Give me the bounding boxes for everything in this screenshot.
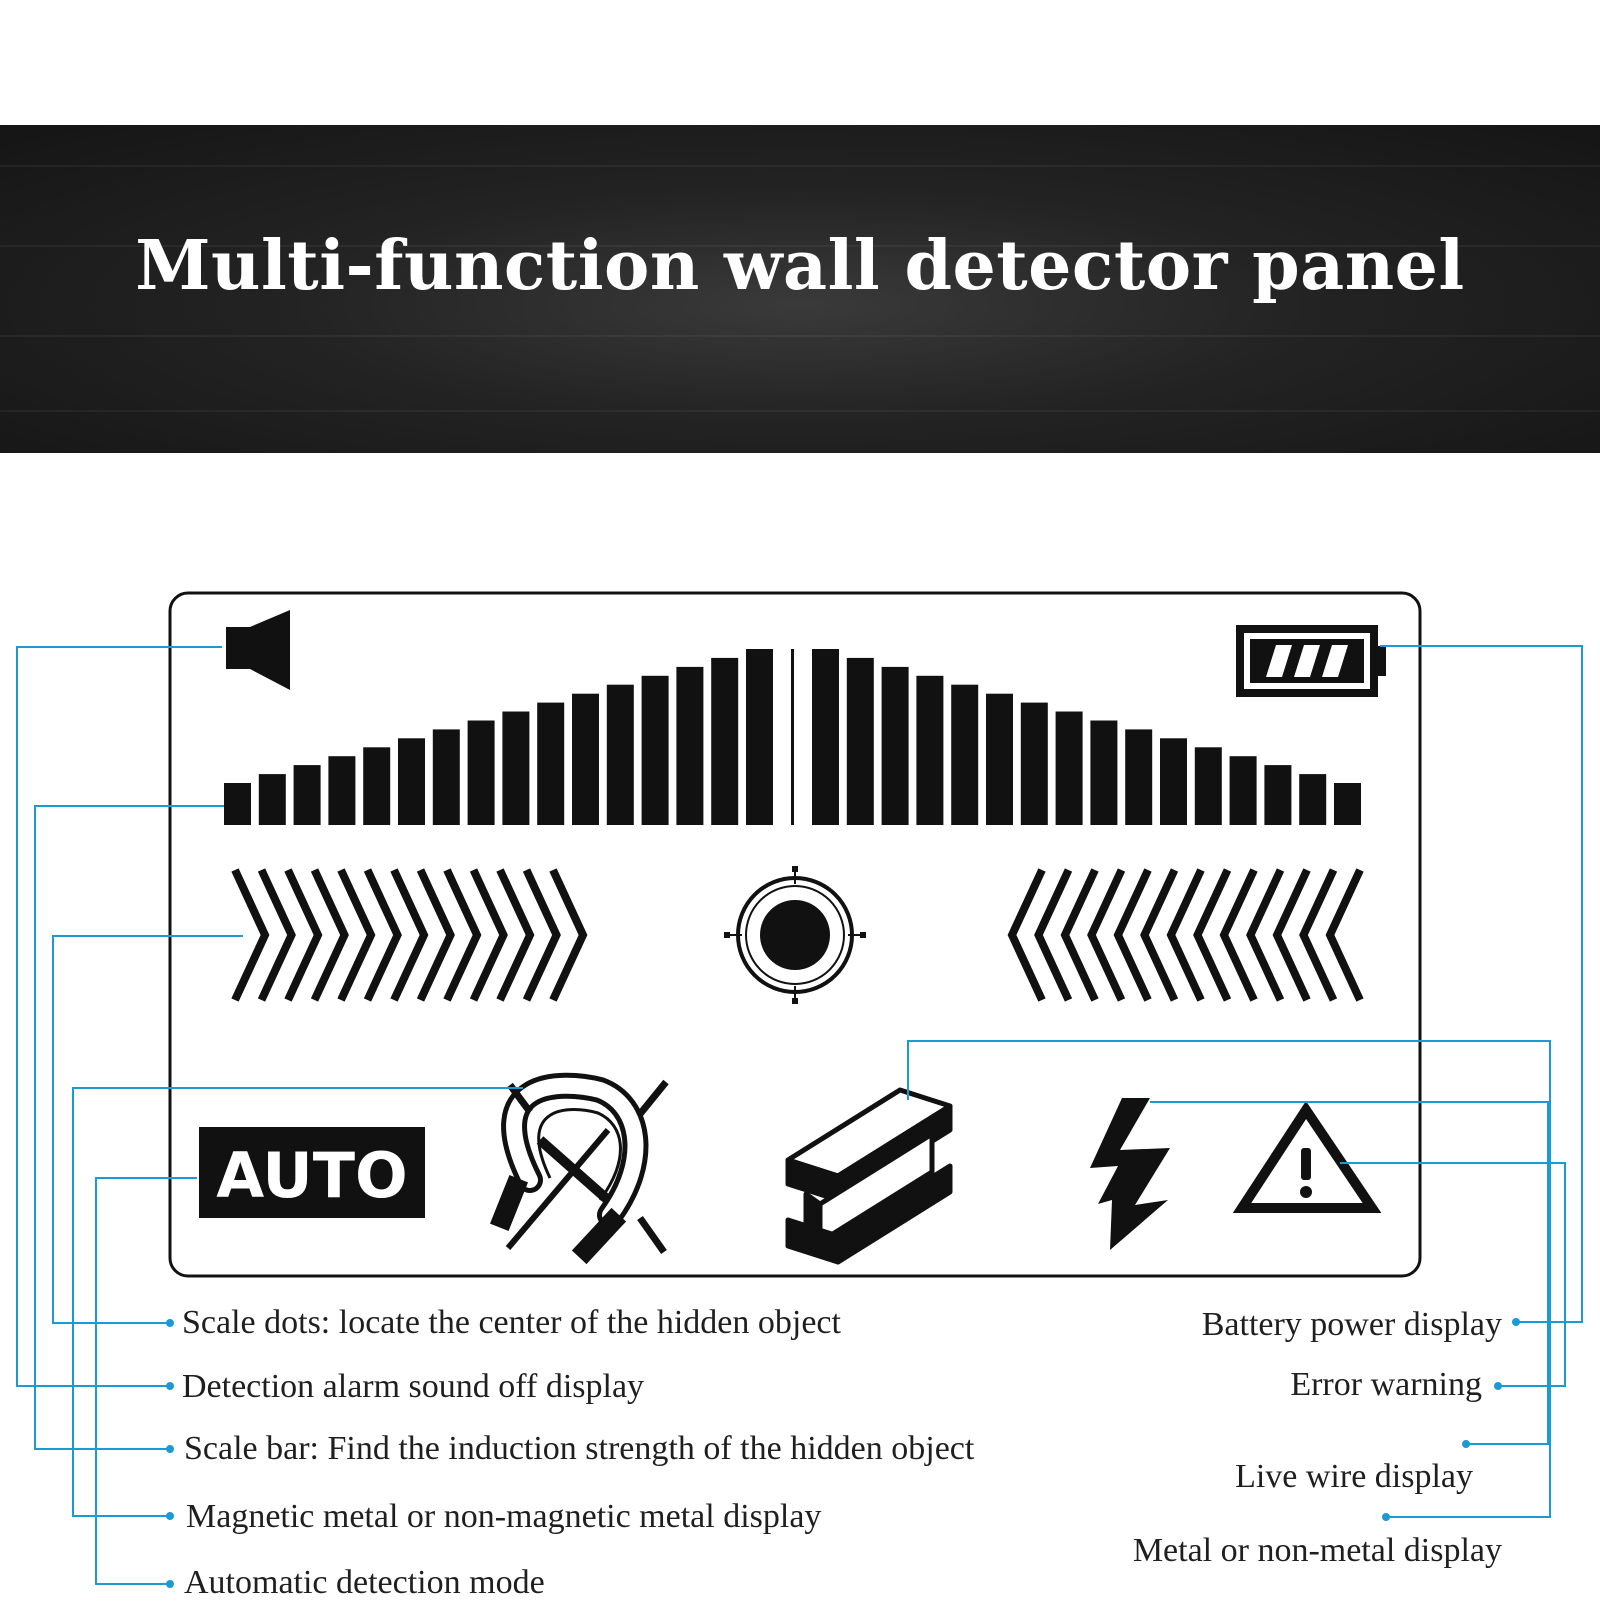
scale-bar-center-line bbox=[791, 649, 794, 825]
scale-bar-segment-left bbox=[711, 657, 739, 825]
scale-bar-segment-right bbox=[1160, 738, 1187, 825]
scale-bar-segment-right bbox=[1055, 711, 1083, 825]
scale-bar-segment-left bbox=[398, 738, 425, 825]
scale-bar-segment-right bbox=[1229, 756, 1257, 825]
scale-bar-segment-right bbox=[986, 693, 1013, 825]
scale-arrow-left-chevron bbox=[1140, 868, 1179, 1002]
metal-beam-icon bbox=[785, 1087, 953, 1265]
scale-bar-segment-left bbox=[502, 711, 530, 825]
callout-scale-bar: Scale bar: Find the induction strength o… bbox=[184, 1430, 975, 1467]
scale-arrow-left-chevron bbox=[1272, 868, 1311, 1002]
callout-error: Error warning bbox=[1290, 1366, 1482, 1403]
scale-arrow-right-chevron bbox=[496, 868, 535, 1002]
title-banner bbox=[0, 125, 1600, 453]
auto-label: AUTO bbox=[216, 1139, 407, 1212]
scale-arrow-right-chevron bbox=[231, 868, 270, 1002]
scale-bar-segment-left bbox=[467, 720, 495, 825]
scale-bar-segment-right bbox=[1194, 747, 1222, 825]
scale-arrows bbox=[231, 868, 1364, 1002]
callout-auto-mode: Automatic detection mode bbox=[184, 1564, 545, 1601]
scale-bar-segment-right bbox=[812, 649, 839, 825]
scale-arrow-left-chevron bbox=[1325, 868, 1364, 1002]
callout-magnetic: Magnetic metal or non-magnetic metal dis… bbox=[186, 1498, 822, 1535]
scale-bar-segment-right bbox=[1299, 774, 1327, 825]
scale-bar-segment-right bbox=[846, 657, 874, 825]
scale-bar-segment-left bbox=[328, 756, 356, 825]
scale-arrow-left-chevron bbox=[1166, 868, 1205, 1002]
magnet-icon bbox=[490, 1072, 669, 1265]
scale-arrow-right-chevron bbox=[257, 868, 296, 1002]
target-icon bbox=[724, 866, 866, 1004]
lightning-icon bbox=[1090, 1098, 1170, 1250]
scale-arrow-left-chevron bbox=[1193, 868, 1232, 1002]
callout-alarm-off: Detection alarm sound off display bbox=[182, 1368, 645, 1405]
scale-arrow-right-chevron bbox=[390, 868, 429, 1002]
scale-arrow-left-chevron bbox=[1060, 868, 1099, 1002]
speaker-icon bbox=[226, 610, 290, 690]
scale-arrow-right-chevron bbox=[310, 868, 349, 1002]
scale-arrow-left-chevron bbox=[1007, 868, 1046, 1002]
scale-bar-segment-right bbox=[881, 666, 909, 825]
scale-arrow-left-chevron bbox=[1246, 868, 1285, 1002]
scale-bar bbox=[224, 649, 1361, 825]
scale-bar-segment-left bbox=[293, 765, 321, 825]
scale-arrow-left-chevron bbox=[1087, 868, 1126, 1002]
scale-arrow-right-chevron bbox=[522, 868, 561, 1002]
page-title: Multi-function wall detector panel bbox=[135, 226, 1465, 306]
scale-bar-segment-left bbox=[537, 702, 565, 825]
battery-icon bbox=[1236, 625, 1386, 697]
scale-bar-segment-left bbox=[606, 684, 634, 825]
callout-battery: Battery power display bbox=[1201, 1306, 1502, 1343]
scale-arrow-left-chevron bbox=[1219, 868, 1258, 1002]
leader-lines bbox=[16, 645, 1583, 1585]
scale-bar-segment-right bbox=[1264, 765, 1292, 825]
scale-bar-segment-right bbox=[1090, 720, 1118, 825]
scale-bar-segment-left bbox=[363, 747, 391, 825]
scale-arrow-left-chevron bbox=[1034, 868, 1073, 1002]
scale-bar-segment-left bbox=[258, 774, 286, 825]
scale-bar-segment-right bbox=[1334, 783, 1361, 825]
scale-bar-segment-left bbox=[641, 675, 669, 825]
scale-bar-segment-right bbox=[951, 684, 979, 825]
scale-bar-segment-left bbox=[432, 729, 460, 825]
auto-badge: AUTO bbox=[199, 1127, 425, 1218]
scale-bar-segment-left bbox=[224, 783, 251, 825]
scale-arrow-right-chevron bbox=[363, 868, 402, 1002]
scale-bar-segment-left bbox=[676, 666, 704, 825]
scale-arrow-right-chevron bbox=[443, 868, 482, 1002]
scale-arrow-right-chevron bbox=[284, 868, 323, 1002]
leader-dots bbox=[166, 1318, 1520, 1588]
scale-bar-segment-right bbox=[916, 675, 944, 825]
scale-arrow-right-chevron bbox=[549, 868, 588, 1002]
callout-live-wire: Live wire display bbox=[1235, 1458, 1473, 1495]
scale-bar-segment-left bbox=[572, 693, 599, 825]
callout-metal: Metal or non-metal display bbox=[1132, 1532, 1502, 1569]
warning-icon bbox=[1232, 1100, 1382, 1213]
scale-arrow-right-chevron bbox=[416, 868, 455, 1002]
scale-arrow-left-chevron bbox=[1299, 868, 1338, 1002]
callout-scale-dots: Scale dots: locate the center of the hid… bbox=[182, 1304, 841, 1341]
scale-bar-segment-right bbox=[1020, 702, 1048, 825]
scale-bar-segment-left bbox=[746, 649, 773, 825]
scale-arrow-right-chevron bbox=[469, 868, 508, 1002]
scale-bar-segment-right bbox=[1125, 729, 1153, 825]
scale-arrow-right-chevron bbox=[337, 868, 376, 1002]
scale-arrow-left-chevron bbox=[1113, 868, 1152, 1002]
